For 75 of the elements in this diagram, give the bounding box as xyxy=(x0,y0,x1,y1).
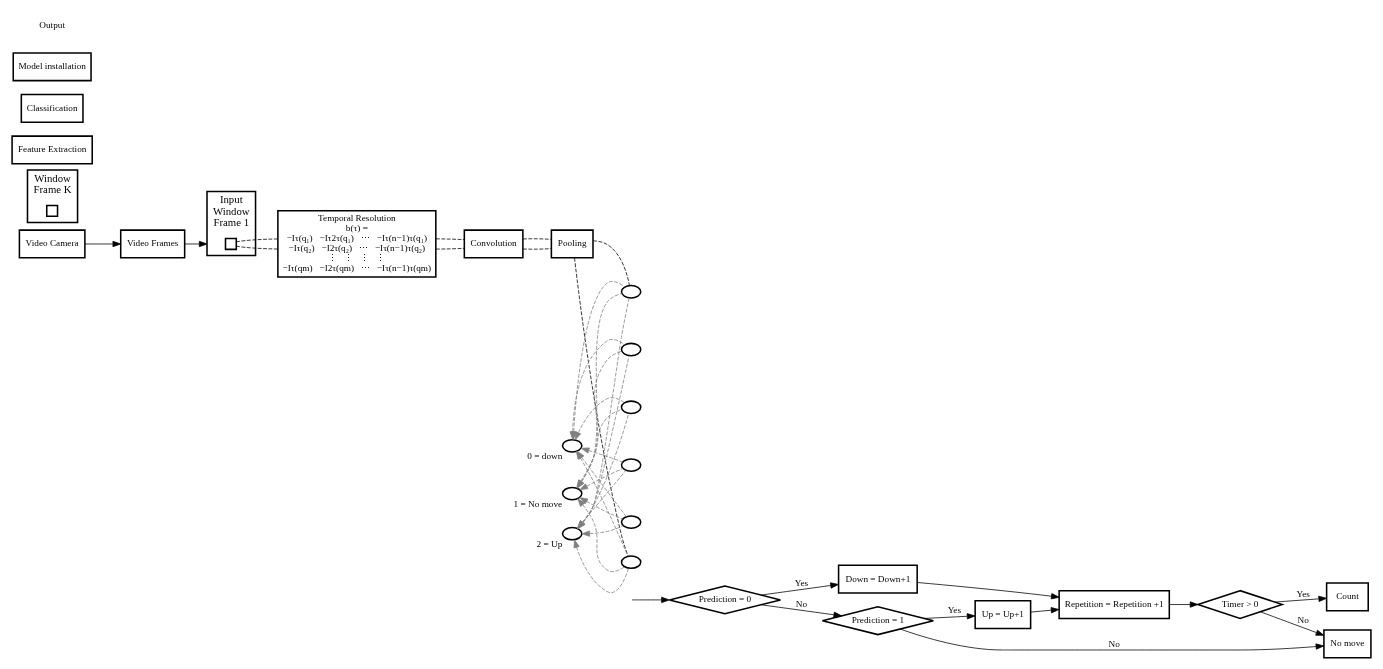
arrow xyxy=(577,498,626,572)
arrow xyxy=(577,355,630,529)
label: Output xyxy=(39,19,65,30)
arrow xyxy=(576,450,627,518)
connector xyxy=(435,238,465,240)
connector xyxy=(236,238,278,243)
node-circle xyxy=(620,284,642,299)
node-circle xyxy=(620,400,642,415)
node-circle xyxy=(620,342,642,357)
node-box xyxy=(46,204,59,217)
node-box: No move xyxy=(1323,629,1372,659)
node-box: Pooling xyxy=(550,229,594,259)
edge-label: No xyxy=(795,598,808,609)
node-box: Temporal Resolution b(τ) = −Iτ(q₁) −Iτ2τ(q₁) ⋯ −Iτ(n−1)τ(q₁) −Iτ(q₂) −I2τ(q₂) ⋯ −Iτ(n−1)τ(q₂) ⋮ ⋮ ⋮ ⋮ −Iτ(qm) −I2τ(qm) ⋯ −Iτ(n−1)τ(qm) xyxy=(277,210,437,278)
edge-label: Yes xyxy=(794,577,809,588)
node-box: Count xyxy=(1325,582,1369,612)
arrow xyxy=(1274,595,1327,603)
node-box: Feature Extraction xyxy=(11,135,93,165)
arrow xyxy=(1260,611,1325,636)
arrow xyxy=(576,408,623,489)
arrow xyxy=(576,293,623,489)
arrow xyxy=(1030,607,1060,614)
edge-label: Yes xyxy=(1296,588,1310,599)
arrow xyxy=(923,613,976,620)
node-box: Classification xyxy=(20,93,84,123)
node-box: Down = Down+1 xyxy=(837,564,918,594)
node-diamond: Prediction = 0 xyxy=(668,585,782,615)
node-label: 1 = No move xyxy=(513,499,563,510)
node-box xyxy=(224,237,238,251)
node-box: Video Frames xyxy=(119,229,186,259)
node-circle xyxy=(620,458,642,472)
connector xyxy=(435,247,465,250)
connector xyxy=(574,257,629,557)
arrow xyxy=(581,525,624,537)
edge-label: No xyxy=(1108,639,1120,650)
node-box: Up = Up+1 xyxy=(974,599,1032,630)
node-circle xyxy=(561,486,583,501)
arrow xyxy=(580,447,623,463)
arrow xyxy=(576,451,629,557)
arrow xyxy=(579,497,624,520)
arrow xyxy=(184,240,208,248)
node-label: 2 = Up xyxy=(536,539,563,550)
edge-label: Yes xyxy=(947,605,962,616)
arrow xyxy=(917,582,1060,600)
arrow xyxy=(576,350,623,489)
edge-label: No xyxy=(1297,614,1309,625)
arrow xyxy=(577,413,630,529)
arrow xyxy=(1169,601,1199,608)
arrow xyxy=(899,628,1325,651)
node-box: Convolution xyxy=(463,229,524,259)
node-circle xyxy=(561,438,583,453)
node-diamond: Prediction = 1 xyxy=(821,606,935,636)
connector xyxy=(592,240,630,286)
node-circle xyxy=(620,555,642,570)
node-label: 0 = down xyxy=(527,451,563,462)
arrow xyxy=(577,470,627,529)
arrow xyxy=(760,582,839,596)
node-box: Model installation xyxy=(12,52,92,82)
connector xyxy=(522,248,552,250)
node-box: Repetition = Repetition +1 xyxy=(1058,589,1171,620)
connector xyxy=(522,238,552,240)
cluster: Input Window Frame 1 xyxy=(206,190,257,257)
cluster: Window Frame K xyxy=(26,169,79,224)
arrow xyxy=(573,539,629,593)
arrow xyxy=(577,297,630,529)
arrow xyxy=(579,468,624,491)
connector xyxy=(236,245,278,250)
arrow xyxy=(631,596,670,603)
node-circle xyxy=(620,515,642,530)
node-circle xyxy=(561,526,583,541)
arrow xyxy=(84,240,121,248)
arrow xyxy=(760,604,842,618)
node-box: Video Camera xyxy=(18,229,86,259)
node-diamond: Timer > 0 xyxy=(1195,589,1285,620)
arrow xyxy=(574,397,625,441)
